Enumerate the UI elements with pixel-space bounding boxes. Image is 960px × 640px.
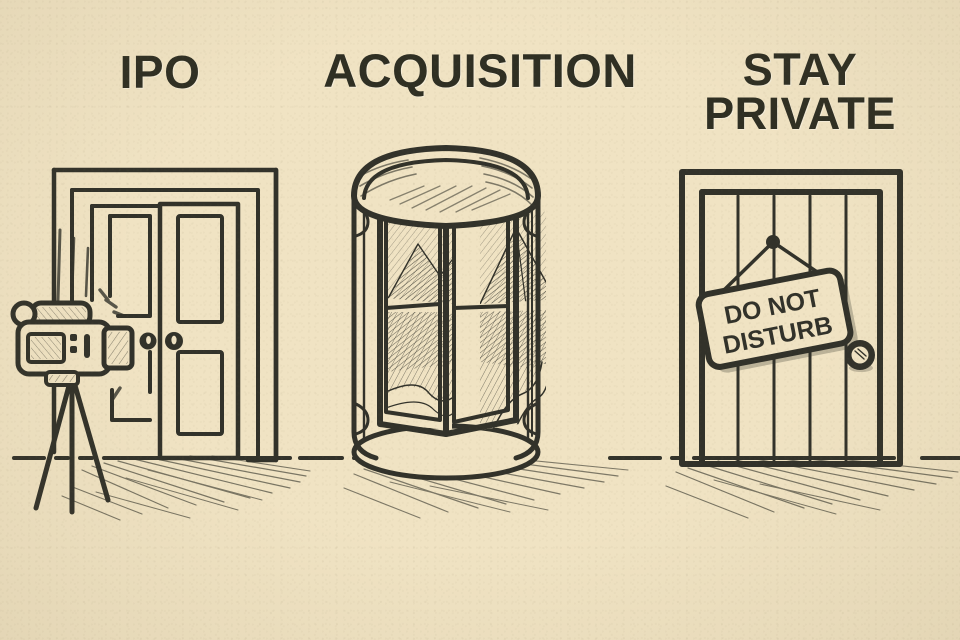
- tripod: [33, 379, 111, 515]
- panel-title-line-2: PRIVATE: [704, 88, 896, 140]
- door-knob-left-ipo[interactable]: [139, 332, 157, 350]
- panel-title-line-1: STAY: [742, 44, 858, 95]
- ipo-artwork: [10, 167, 322, 521]
- panel-acquisition: ACQUISITION: [318, 0, 642, 640]
- panel-title-stay-private: STAY PRIVATE: [640, 44, 960, 140]
- panel-ipo: IPO: [0, 0, 322, 640]
- stay-private-artwork: DO NOT DISTURB: [638, 169, 960, 519]
- revolving-door-cylinder: [351, 193, 541, 461]
- panel-stay-private: STAY PRIVATE: [638, 0, 960, 640]
- panel-title-ipo: IPO: [119, 46, 201, 98]
- door-leaf-right-ipo[interactable]: [157, 201, 241, 461]
- panel-title-acquisition: ACQUISITION: [323, 44, 637, 97]
- video-camera: [10, 300, 135, 387]
- acquisition-artwork: [318, 145, 642, 519]
- door-knob-right-ipo[interactable]: [165, 332, 183, 350]
- ground-shadow-private: [665, 457, 959, 519]
- action-lines-ipo: [56, 228, 126, 402]
- revolving-door-canopy: [351, 145, 541, 229]
- door-knob-private[interactable]: [845, 340, 875, 372]
- do-not-disturb-sign: DO NOT DISTURB: [695, 235, 858, 373]
